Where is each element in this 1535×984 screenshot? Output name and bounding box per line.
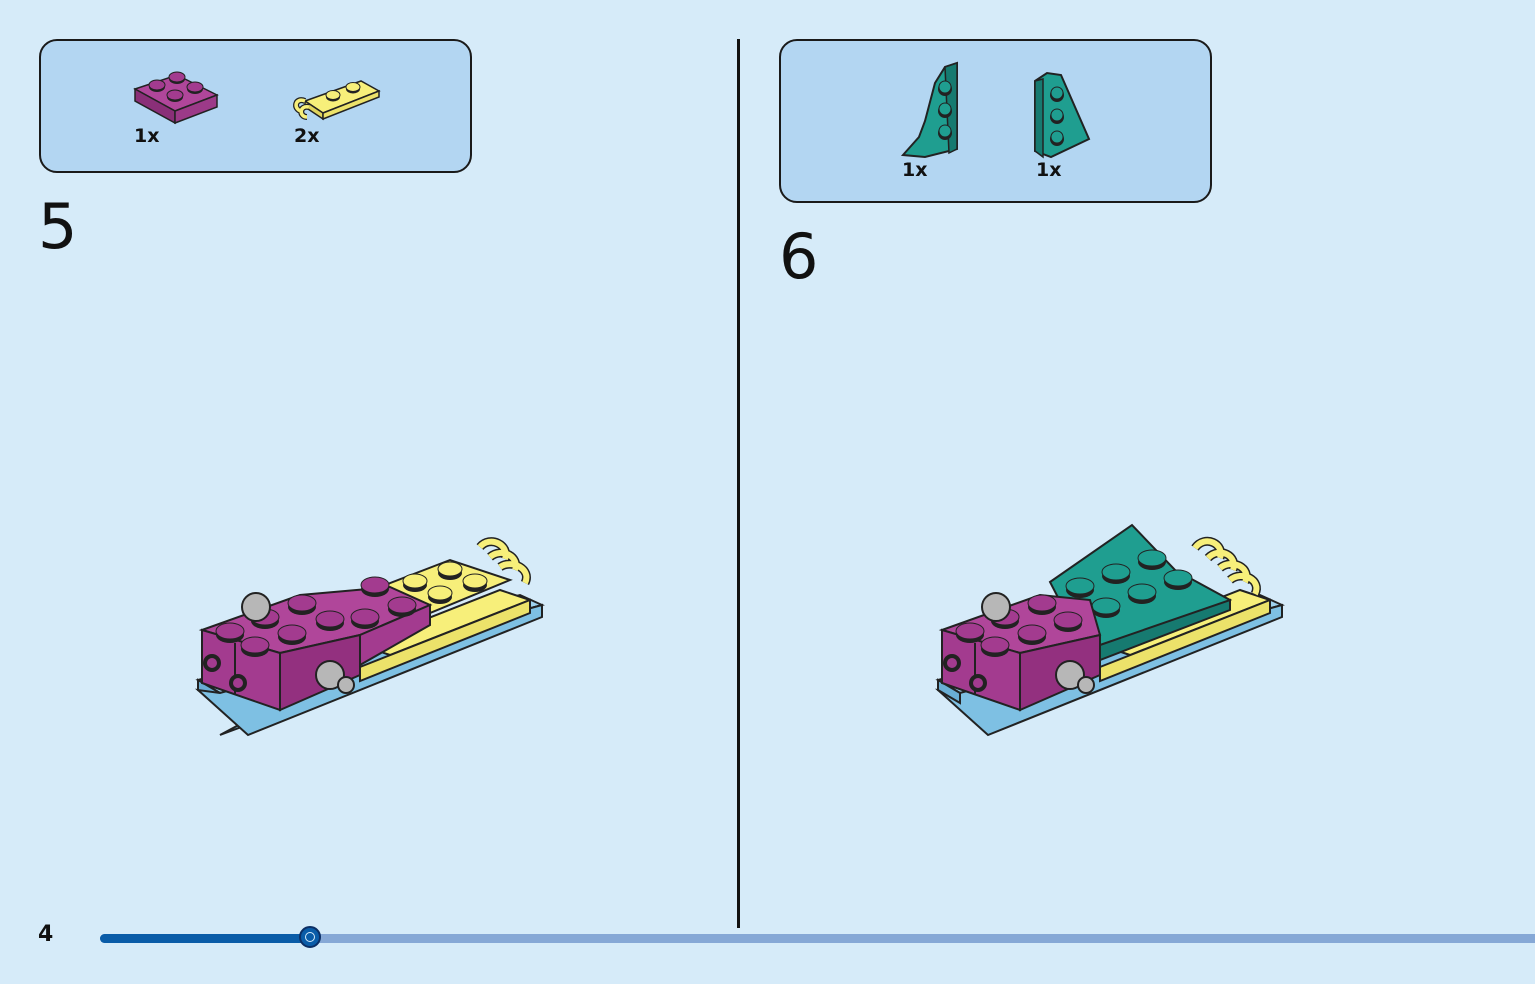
progress-fill	[100, 934, 310, 943]
progress-bar[interactable]	[100, 926, 1535, 948]
step-number: 6	[779, 220, 819, 293]
step-5-model-illustration	[194, 537, 545, 737]
part-qty: 1x	[134, 125, 160, 147]
part-qty: 1x	[902, 159, 928, 181]
part-qty: 2x	[294, 125, 320, 147]
yellow-plate-with-clips-icon	[293, 80, 381, 121]
teal-wedge-plate-left-icon	[900, 61, 958, 159]
page-divider	[737, 39, 740, 928]
page-number: 4	[38, 922, 54, 947]
teal-wedge-plate-right-icon	[1034, 71, 1091, 159]
parts-callout-step-6: 1x 1x	[779, 39, 1212, 203]
parts-callout-step-5: 1x 2x	[39, 39, 472, 173]
part-qty: 1x	[1036, 159, 1062, 181]
magenta-2x2-plate-icon	[133, 71, 219, 125]
progress-knob[interactable]	[298, 926, 321, 948]
step-6-model-illustration	[934, 523, 1285, 737]
step-number: 5	[38, 190, 78, 263]
